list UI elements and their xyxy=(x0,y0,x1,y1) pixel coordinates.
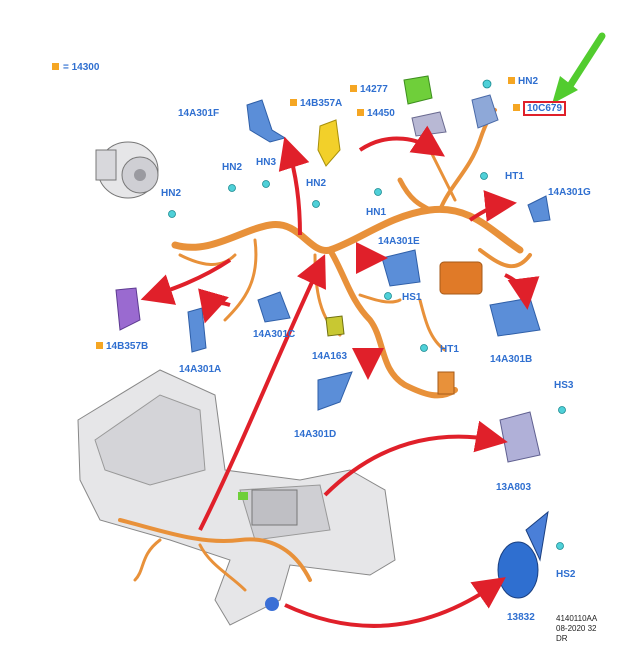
label-HN2-b: HN2 xyxy=(161,188,182,199)
doc-id-line3: DR xyxy=(556,634,568,643)
sensor-14B357B xyxy=(115,287,141,331)
label-14A301F: 14A301F xyxy=(178,108,220,119)
label-HN1: HN1 xyxy=(366,207,387,218)
bracket-14A301C xyxy=(257,291,291,323)
sensor-14A163 xyxy=(325,315,345,337)
label-HS2: HS2 xyxy=(556,569,576,580)
label-HN3: HN3 xyxy=(256,157,277,168)
vehicle-body-part xyxy=(77,369,396,626)
label-HT1-top: HT1 xyxy=(505,171,524,182)
label-13A803: 13A803 xyxy=(496,482,532,493)
doc-id-line1: 4140110AA xyxy=(556,614,598,623)
label-10C679: 10C679 xyxy=(513,101,567,116)
green-pointer-arrow xyxy=(552,32,606,104)
label-14A301G: 14A301G xyxy=(548,187,591,198)
module-14450 xyxy=(411,111,447,137)
label-14A301E: 14A301E xyxy=(378,236,420,247)
label-14A301B: 14A301B xyxy=(490,354,533,365)
label-14A163: 14A163 xyxy=(312,351,348,362)
bracket-14A301E xyxy=(381,249,421,287)
bracket-14A301D xyxy=(317,371,353,411)
label-14A301A: 14A301A xyxy=(179,364,222,375)
label-14450: 14450 xyxy=(357,108,395,120)
label-HS1: HS1 xyxy=(402,292,422,303)
highlight-box-10C679: 10C679 xyxy=(523,101,567,116)
label-14B357A: 14B357A xyxy=(290,98,342,110)
label-14A301D: 14A301D xyxy=(294,429,337,440)
fuse-box-part xyxy=(439,261,483,295)
label-HN2-c: HN2 xyxy=(306,178,327,189)
legend: = 14300 xyxy=(52,62,99,73)
bracket-14A301F xyxy=(246,99,287,143)
bracket-14A301G xyxy=(527,195,551,223)
document-id: 4140110AA 08-2020 32 DR xyxy=(556,614,597,644)
connector-part xyxy=(437,371,455,395)
sensor-14B357A xyxy=(317,119,341,167)
label-HT1-mid: HT1 xyxy=(440,344,459,355)
bracket-14A301A xyxy=(187,307,207,353)
fastener-parts xyxy=(168,79,566,550)
reference-arrows xyxy=(140,125,540,628)
label-HN2-top: HN2 xyxy=(508,76,538,88)
alternator-part xyxy=(95,141,159,199)
label-13832: 13832 xyxy=(507,612,535,623)
label-14277: 14277 xyxy=(350,84,388,96)
label-HS3: HS3 xyxy=(554,380,574,391)
bracket-10C679 xyxy=(471,94,499,129)
legend-text: = 14300 xyxy=(63,62,100,73)
label-14A301C: 14A301C xyxy=(253,329,296,340)
horn-13832 xyxy=(497,541,539,599)
label-14B357B: 14B357B xyxy=(96,341,148,353)
label-HN2-a: HN2 xyxy=(222,162,243,173)
relay-14277 xyxy=(403,75,433,105)
doc-id-line2: 08-2020 32 xyxy=(556,624,597,633)
bracket-14A301B xyxy=(489,297,541,337)
legend-swatch xyxy=(52,63,59,70)
horn-13A803 xyxy=(499,411,541,463)
